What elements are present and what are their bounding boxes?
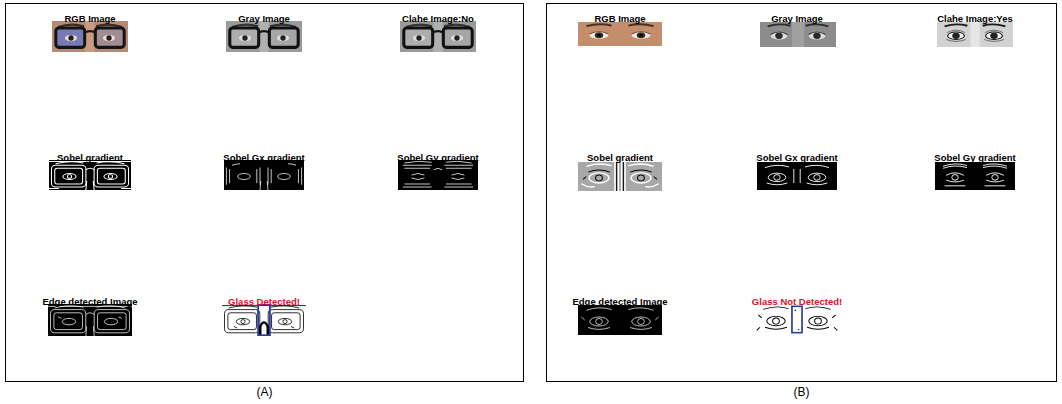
subplot-image: Gray Image [214,8,314,52]
subplot-title: Edge detected Image [42,296,137,308]
clahe-image [937,22,1013,47]
sobel-image [578,162,662,191]
figure-panel: (A)RGB ImageGray ImageClahe Image:NoSobe… [5,3,524,382]
clahe-image [400,21,476,52]
subplot-image: Glass Not Detected! [742,291,852,335]
panel-label: (A) [6,385,523,399]
subplot-title: Glass Detected! [228,296,300,308]
subplot-title: Gray Image [238,13,290,25]
subplot-image: Sobel gradient [570,147,670,190]
rgb-image [52,21,128,52]
sobel-gx-image [757,162,837,190]
detection-image [755,304,839,335]
sobel-gy-image [398,160,478,190]
subplot-title: Gray Image [771,13,823,25]
subplot-image: Sobel Gx gradient [214,147,314,190]
subplot-image: RGB Image [570,8,670,46]
subplot-image: Sobel gradient [40,147,140,190]
subplot-image: Edge detected Image [35,291,145,336]
detection-image [222,304,306,336]
subplot-image: Gray Image [747,8,847,47]
gray-image [226,21,302,52]
subplot-title: Sobel Gy gradient [397,152,478,164]
subplot-image: Clahe Image:No [388,8,488,52]
edge-image [578,305,662,335]
subplot-title: RGB Image [594,13,645,25]
subplot-title: Sobel Gx gradient [223,152,304,164]
subplot-image: Sobel Gy gradient [388,147,488,190]
subplot-title: Sobel Gx gradient [756,152,837,164]
subplot-image: Sobel Gy gradient [925,147,1025,190]
edge-image [48,304,132,336]
sobel-gx-image [224,160,304,190]
subplot-title: Edge detected Image [572,296,667,308]
subplot-title: Glass Not Detected! [752,296,842,308]
subplot-title: Sobel gradient [587,152,653,164]
gray-image [760,22,836,47]
panel-label: (B) [547,385,1056,399]
subplot-title: Clahe Image:Yes [937,13,1013,25]
rgb-image [578,22,662,46]
figure-panel: (B)RGB ImageGray ImageClahe Image:YesSob… [546,3,1057,382]
subplot-title: RGB Image [64,13,115,25]
sobel-gy-image [935,162,1015,190]
subplot-image: Clahe Image:Yes [925,8,1025,47]
sobel-image [49,160,131,190]
subplot-image: Sobel Gx gradient [747,147,847,190]
subplot-title: Clahe Image:No [402,13,474,25]
subplot-image: RGB Image [40,8,140,52]
subplot-title: Sobel Gy gradient [934,152,1015,164]
subplot-image: Edge detected Image [565,291,675,335]
subplot-image: Glass Detected! [209,291,319,336]
subplot-title: Sobel gradient [57,152,123,164]
